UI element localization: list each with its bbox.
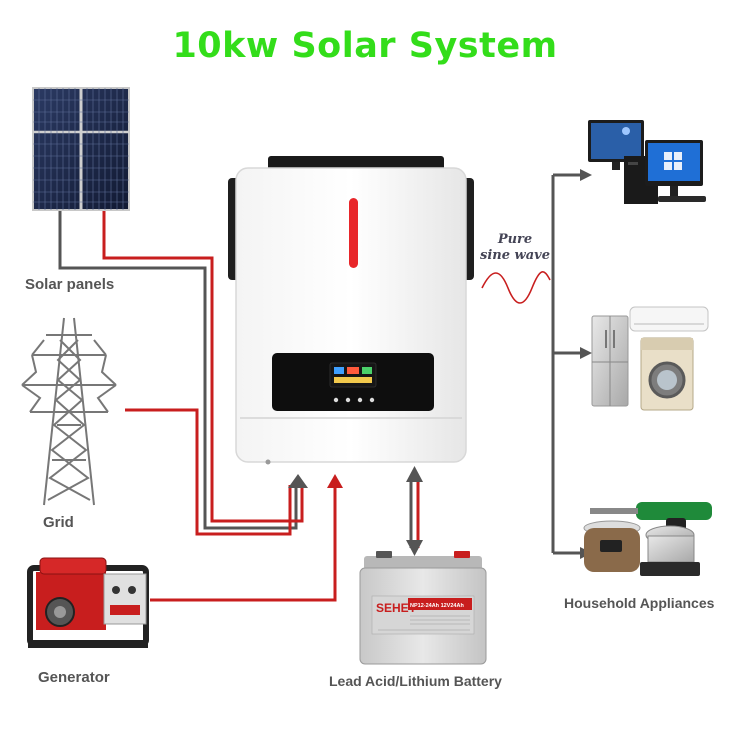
page-title: 10kw Solar System: [172, 26, 558, 66]
label-generator: Generator: [38, 669, 110, 686]
solar-panel-icon: [32, 87, 130, 211]
transmission-tower-icon: [21, 317, 117, 506]
sine-wave: [481, 271, 551, 304]
arrowhead-battery-down: [406, 540, 423, 556]
arrowhead-solar: [288, 474, 308, 488]
label-pure: Pure: [497, 232, 533, 247]
arrowhead-out-2: [580, 347, 592, 359]
grid-wire: [125, 408, 292, 536]
label-solar-panels: Solar panels: [25, 276, 115, 293]
refrigerator-icon: [591, 315, 629, 407]
arrowhead-generator: [327, 474, 343, 488]
wires: [58, 169, 592, 602]
inverter-icon: [228, 156, 474, 465]
computer-icon: [588, 120, 706, 204]
label-battery: Lead Acid/Lithium Battery: [329, 673, 502, 689]
label-pure-sine-wave: Pure sine wave: [474, 232, 556, 264]
battery-icon: SEHEY NP12-24Ah 12V24Ah: [359, 551, 487, 665]
battery-model: NP12-24Ah 12V24Ah: [410, 603, 464, 609]
air-conditioner-icon: [629, 306, 709, 332]
arrowhead-battery-up: [406, 466, 423, 482]
solar-wire-pos: [102, 210, 304, 523]
label-sine-wave: sine wave: [480, 248, 550, 263]
label-grid: Grid: [43, 514, 74, 531]
arrowhead-out-1: [580, 169, 592, 181]
generator-icon: [27, 557, 149, 648]
label-appliances: Household Appliances: [564, 595, 715, 611]
generator-wire: [150, 485, 337, 602]
washing-machine-icon: [640, 337, 694, 411]
rice-cooker-icon: [583, 520, 700, 576]
battery-brand: SEHEY: [376, 601, 417, 615]
